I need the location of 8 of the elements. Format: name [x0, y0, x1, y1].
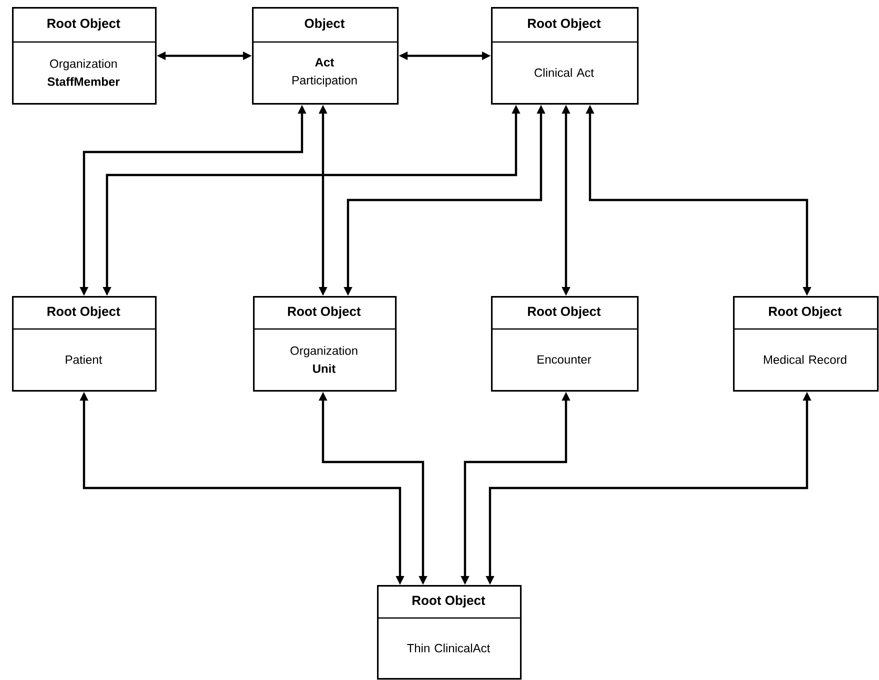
class-box: Root Object Clinical Act [491, 7, 639, 105]
class-box: Root Object Encounter [491, 296, 639, 392]
class-box: Root Object Organization StaffMember [12, 7, 157, 105]
class-box: Root Object Patient [12, 296, 157, 392]
class-box: Object Act Participation [252, 7, 399, 105]
class-box: Root Object Thin ClinicalAct [377, 585, 522, 680]
class-box: Root Object Organization Unit [253, 296, 397, 392]
class-box: Root Object Medical Record [733, 296, 879, 392]
